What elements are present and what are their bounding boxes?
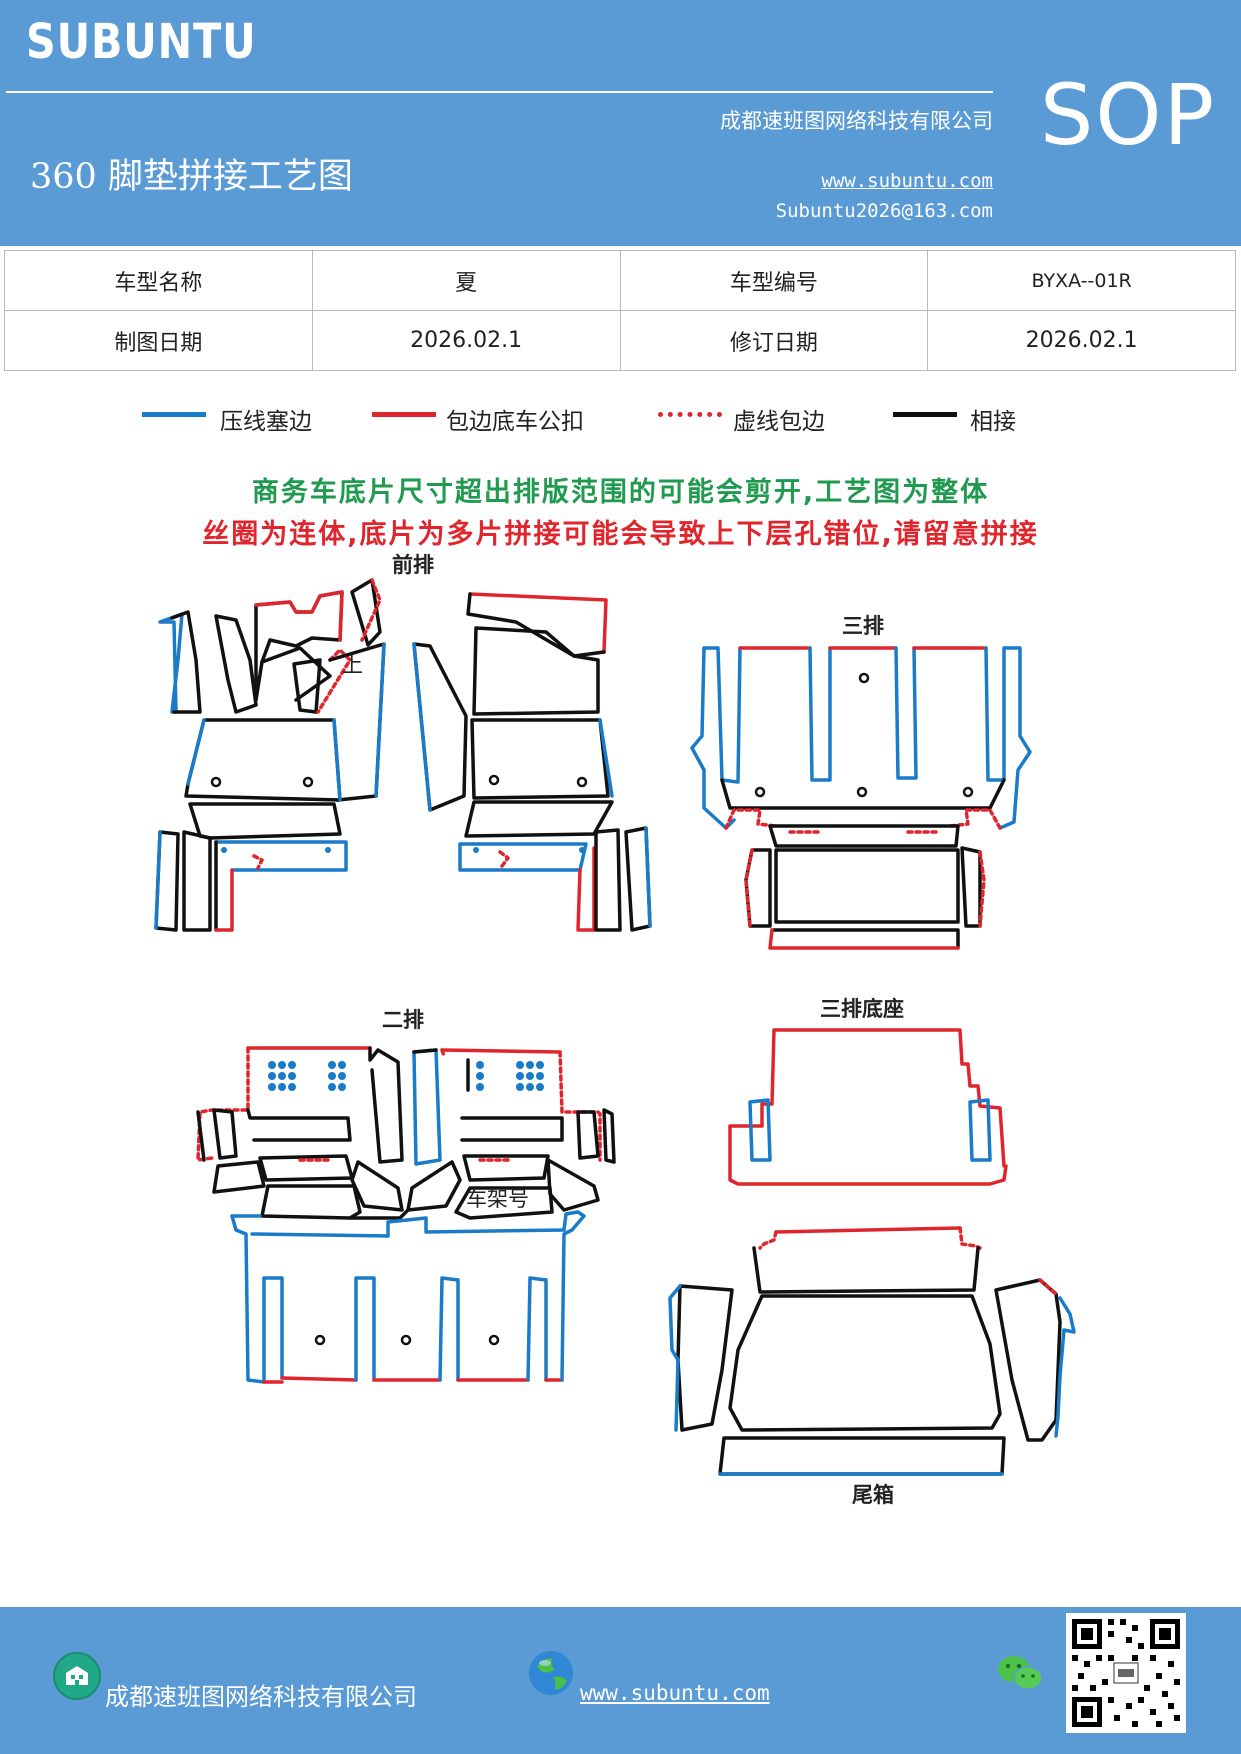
building-icon (53, 1652, 101, 1700)
table-row: 制图日期 2026.02.1 修订日期 2026.02.1 (4, 310, 1236, 371)
legend-swatch-red (372, 412, 436, 417)
header-banner: SUBUNTU 成都速班图网络科技有限公司 360 脚垫拼接工艺图 www.su… (0, 0, 1241, 246)
legend-swatch-black (893, 412, 957, 417)
footer: 成都速班图网络科技有限公司 www.subuntu.com (0, 1607, 1241, 1754)
wechat-icon[interactable] (996, 1651, 1044, 1695)
header-divider (6, 91, 993, 93)
label-second-row: 二排 (382, 1008, 424, 1032)
draw-date-value: 2026.02.1 (311, 310, 621, 371)
model-name-value: 夏 (311, 250, 621, 311)
sop-badge: SOP (1040, 66, 1217, 164)
legend-label: 压线塞边 (220, 409, 312, 435)
info-table: 车型名称 夏 车型编号 BYXA--01R 制图日期 2026.02.1 修订日… (4, 250, 1236, 371)
model-name-label: 车型名称 (4, 250, 313, 311)
trunk-pieces (668, 1226, 1076, 1476)
model-code-label: 车型编号 (619, 250, 929, 311)
page-title: 360 脚垫拼接工艺图 (30, 157, 353, 197)
brand-logo: SUBUNTU (26, 14, 257, 70)
model-code-value: BYXA--01R (927, 250, 1236, 311)
revise-date-value: 2026.02.1 (927, 310, 1236, 371)
footer-company: 成都速班图网络科技有限公司 (105, 1683, 417, 1711)
website-link[interactable]: www.subuntu.com (821, 170, 993, 192)
label-vin: 车架号 (466, 1187, 529, 1211)
footer-website-link[interactable]: www.subuntu.com (580, 1681, 770, 1705)
legend: 压线塞边 包边底车公扣 虚线包边 相接 (0, 402, 1241, 442)
third-row-pieces (690, 646, 1032, 950)
legend-label: 虚线包边 (733, 409, 825, 435)
draw-date-label: 制图日期 (4, 310, 313, 371)
email-address[interactable]: Subuntu2026@163.com (775, 200, 993, 222)
label-front-row: 前排 (392, 553, 434, 577)
label-up-mark: 上 (342, 653, 363, 677)
company-name: 成都速班图网络科技有限公司 (720, 109, 993, 133)
label-third-row: 三排 (842, 614, 884, 638)
note-green: 商务车底片尺寸超出排版范围的可能会剪开,工艺图为整体 (251, 477, 990, 508)
globe-icon (529, 1651, 573, 1695)
table-row: 车型名称 夏 车型编号 BYXA--01R (4, 250, 1236, 311)
front-row-pieces (154, 578, 652, 932)
qr-code (1066, 1613, 1186, 1733)
label-trunk: 尾箱 (852, 1483, 894, 1507)
revise-date-label: 修订日期 (619, 310, 929, 371)
legend-label: 包边底车公扣 (446, 409, 584, 435)
legend-label: 相接 (970, 409, 1016, 435)
legend-swatch-red-dotted (658, 412, 722, 417)
label-third-row-base: 三排底座 (820, 997, 904, 1021)
legend-swatch-blue (142, 412, 206, 417)
mat-diagram: .b { stroke:#1a7bc8; stroke-width:3.5; }… (154, 553, 1076, 1507)
third-row-base-pieces (728, 1028, 1008, 1186)
note-red: 丝圈为连体,底片为多片拼接可能会导致上下层孔错位,请留意拼接 (202, 519, 1039, 550)
second-row-pieces (196, 1046, 616, 1384)
